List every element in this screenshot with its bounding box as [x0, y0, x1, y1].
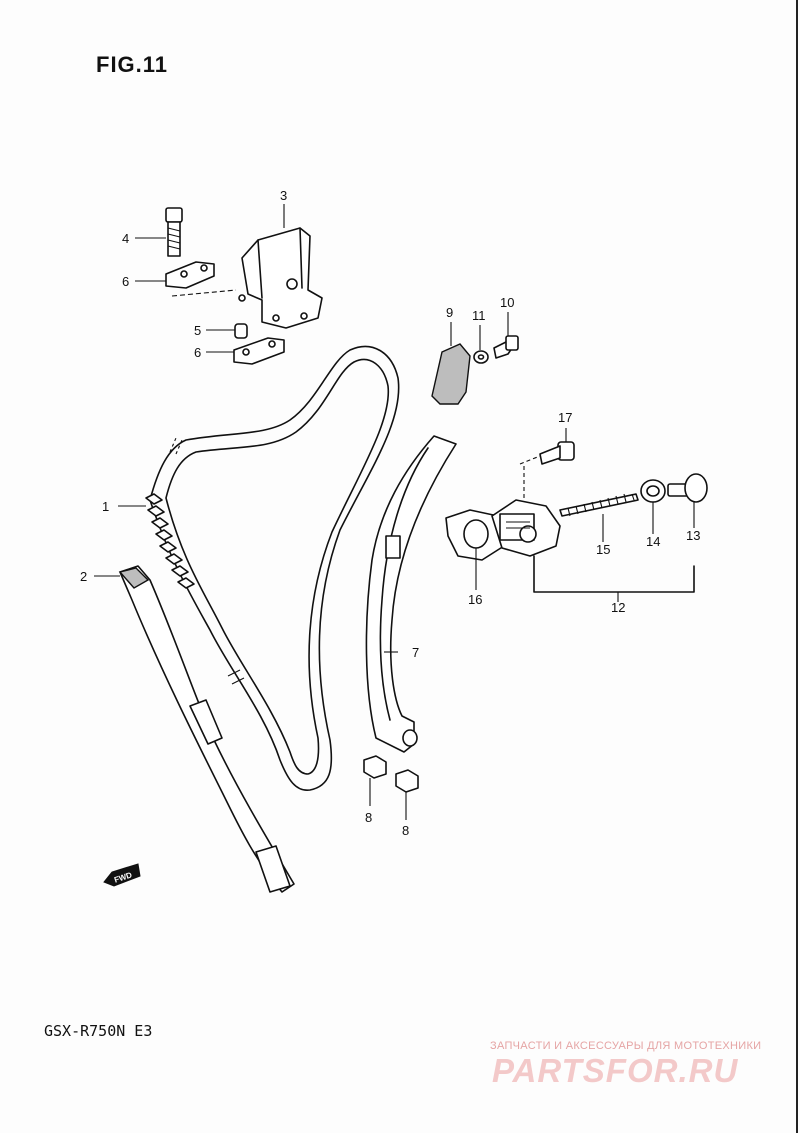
- callout-8-left: 8: [365, 810, 372, 825]
- chain-guide-upper: [238, 227, 323, 329]
- page-border: [796, 0, 798, 1133]
- plate-6-lower: [233, 337, 285, 365]
- callout-10: 10: [500, 295, 514, 310]
- figure-title: FIG.11: [96, 52, 169, 77]
- callout-16: 16: [468, 592, 482, 607]
- bolt-4: [165, 207, 183, 257]
- callout-12: 12: [611, 600, 625, 615]
- chain-guide-2: [118, 565, 295, 893]
- callout-8-right: 8: [402, 823, 409, 838]
- callout-11: 11: [472, 308, 486, 323]
- callout-14: 14: [646, 534, 660, 549]
- callout-6-lower: 6: [194, 345, 201, 360]
- callout-2: 2: [80, 569, 87, 584]
- tensioner-body-12: [491, 499, 561, 557]
- callout-13: 13: [686, 528, 700, 543]
- callout-9: 9: [446, 305, 453, 320]
- callout-6-upper: 6: [122, 274, 129, 289]
- bolt-17: [539, 441, 575, 465]
- cam-chain-1: [145, 345, 400, 791]
- watermark-logo: PARTSFOR.RU: [492, 1052, 739, 1089]
- plate-6-upper: [165, 261, 215, 289]
- pad-9: [431, 343, 471, 405]
- bolt-10: [493, 335, 519, 359]
- callout-17: 17: [558, 410, 572, 425]
- cap-bolt-13: [667, 473, 708, 503]
- forward-arrow-icon: FWD: [103, 863, 141, 887]
- watermark-caption: ЗАПЧАСТИ И АКСЕССУАРЫ ДЛЯ МОТОТЕХНИКИ: [490, 1040, 762, 1052]
- callout-4: 4: [122, 231, 129, 246]
- callout-7: 7: [412, 645, 419, 660]
- o-ring-14: [640, 479, 666, 503]
- callout-15: 15: [596, 542, 610, 557]
- callout-5: 5: [194, 323, 201, 338]
- cap-8-right: [395, 769, 419, 793]
- model-code: GSX-R750N E3: [44, 1022, 153, 1040]
- collar-5: [234, 323, 248, 339]
- callout-labels: 1 2 3 4 5 6 6 7 8 8 9 10 11 12 13 14 15 …: [80, 188, 700, 838]
- chain-tensioner-guide-7: [365, 435, 457, 753]
- washer-11: [473, 350, 489, 364]
- spring-15: [559, 493, 639, 517]
- callout-3: 3: [280, 188, 287, 203]
- leader-lines: [94, 204, 695, 820]
- callout-1: 1: [102, 499, 109, 514]
- cap-8-left: [363, 755, 387, 779]
